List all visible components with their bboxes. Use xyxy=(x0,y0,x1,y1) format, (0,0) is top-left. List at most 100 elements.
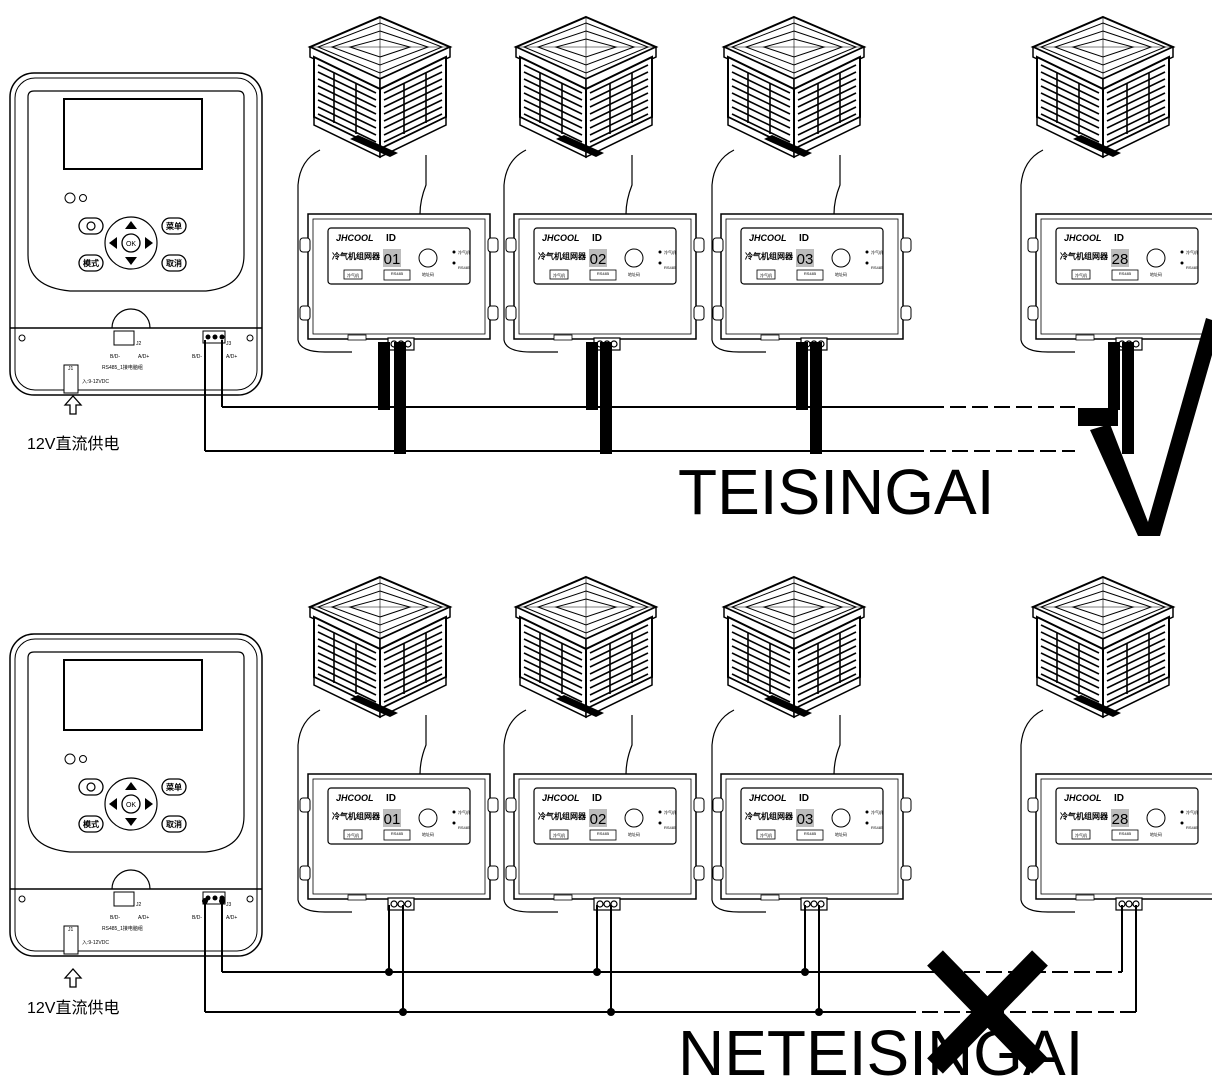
port-j3-label: J3 xyxy=(226,902,232,908)
controller-1: OK 模式 菜单 取消 J2 J3 J1 B/D- A/D+ B/D- A/D+… xyxy=(9,72,263,396)
cooler-cables xyxy=(297,709,1075,913)
module-port-label: RS485 xyxy=(391,271,404,276)
module-port-label: RS485 xyxy=(1119,831,1132,836)
verdict-label-correct: TEISINGAI xyxy=(678,456,995,528)
module-brand: JHCOOL xyxy=(336,793,374,803)
module-port-label: RS485 xyxy=(804,831,817,836)
network-module-4: JHCOOL ID 冷气机组网器 28 冷气机 RS485 地址码 冷气机 RS… xyxy=(1027,213,1212,351)
module-led1-label: 冷气机 xyxy=(1186,809,1198,815)
cooler-1 xyxy=(309,16,451,158)
module-knob-label: 地址码 xyxy=(835,831,847,837)
check-mark-icon xyxy=(1090,318,1212,536)
module-led1-label: 冷气机 xyxy=(458,809,470,815)
button-mode-label: 模式 xyxy=(83,258,99,268)
module-led2-label: RS485 xyxy=(1186,265,1199,270)
button-cancel-label: 取消 xyxy=(166,258,182,268)
button-ok-label: OK xyxy=(126,802,136,809)
network-module-3: JHCOOL ID 冷气机组网器 03 冷气机 RS485 地址码 冷气机 RS… xyxy=(712,773,912,911)
module-id-title: ID xyxy=(386,233,396,244)
port-j1-label: J1 xyxy=(68,927,74,933)
module-led1-label: 冷气机 xyxy=(458,249,470,255)
module-btn-label: 冷气机 xyxy=(760,832,772,838)
module-knob-label: 地址码 xyxy=(628,271,640,277)
module-knob-label: 地址码 xyxy=(1150,271,1162,277)
button-cancel-label: 取消 xyxy=(166,819,182,829)
module-id: 02 xyxy=(590,811,607,828)
module-id: 01 xyxy=(384,811,401,828)
module-led2-label: RS485 xyxy=(871,825,884,830)
module-port-label: RS485 xyxy=(391,831,404,836)
port-j2-label: J2 xyxy=(136,902,142,908)
module-led1-label: 冷气机 xyxy=(664,249,676,255)
module-led1-label: 冷气机 xyxy=(871,249,883,255)
module-label: 冷气机组网器 xyxy=(745,811,794,821)
module-led1-label: 冷气机 xyxy=(871,809,883,815)
module-knob-label: 地址码 xyxy=(1150,831,1162,837)
module-led2-label: RS485 xyxy=(458,265,471,270)
module-label: 冷气机组网器 xyxy=(538,811,587,821)
label-ad-j3: A/D+ xyxy=(226,354,237,360)
network-module-1: JHCOOL ID 冷气机组网器 01 冷气机 RS485 地址码 冷气机 RS… xyxy=(299,213,499,351)
module-knob-label: 地址码 xyxy=(422,271,434,277)
module-led1-label: 冷气机 xyxy=(1186,249,1198,255)
network-module-4: JHCOOL ID 冷气机组网器 28 冷气机 RS485 地址码 冷气机 RS… xyxy=(1027,773,1212,911)
module-port-label: RS485 xyxy=(597,271,610,276)
label-ad: A/D+ xyxy=(138,354,149,360)
module-led2-label: RS485 xyxy=(871,265,884,270)
module-btn-label: 冷气机 xyxy=(553,832,565,838)
port-j2-label: J2 xyxy=(136,341,142,347)
module-brand: JHCOOL xyxy=(542,233,580,243)
module-btn-label: 冷气机 xyxy=(1075,832,1087,838)
rs485-label: RS485_1接电脑组 xyxy=(102,364,143,371)
button-ok-label: OK xyxy=(126,241,136,248)
port-j3-label: J3 xyxy=(226,341,232,347)
power-in-label: 入:9-12VDC xyxy=(82,940,109,946)
controller-2: OK 模式 菜单 取消 J2 J3 J1 B/D- A/D+ B/D- A/D+… xyxy=(9,633,263,957)
module-led1-label: 冷气机 xyxy=(664,809,676,815)
cooler-3 xyxy=(723,16,865,158)
module-label: 冷气机组网器 xyxy=(332,811,381,821)
module-btn-label: 冷气机 xyxy=(553,272,565,278)
network-module-2: JHCOOL ID 冷气机组网器 02 冷气机 RS485 地址码 冷气机 RS… xyxy=(505,213,705,351)
module-port-label: RS485 xyxy=(804,271,817,276)
cross-mark-icon xyxy=(927,950,1048,1074)
panel-correct: OK 模式 菜单 取消 J2 J3 J1 B/D- A/D+ B/D- A/D+… xyxy=(9,16,1212,536)
module-id-title: ID xyxy=(592,233,602,244)
module-btn-label: 冷气机 xyxy=(1075,272,1087,278)
module-knob-label: 地址码 xyxy=(422,831,434,837)
power-arrow-icon xyxy=(63,968,83,988)
module-id-title: ID xyxy=(799,233,809,244)
module-btn-label: 冷气机 xyxy=(760,272,772,278)
module-led2-label: RS485 xyxy=(664,825,677,830)
module-port-label: RS485 xyxy=(1119,271,1132,276)
module-id: 28 xyxy=(1112,251,1129,268)
module-id: 01 xyxy=(384,251,401,268)
module-brand: JHCOOL xyxy=(1064,233,1102,243)
module-brand: JHCOOL xyxy=(749,233,787,243)
module-led2-label: RS485 xyxy=(664,265,677,270)
power-label: 12V直流供电 xyxy=(27,435,119,453)
module-label: 冷气机组网器 xyxy=(538,251,587,261)
panel-incorrect: OK 模式 菜单 取消 J2 J3 J1 B/D- A/D+ B/D- A/D+… xyxy=(9,576,1212,1079)
power-in-label: 入:9-12VDC xyxy=(82,379,109,385)
label-ad-j3: A/D+ xyxy=(226,915,237,921)
module-knob-label: 地址码 xyxy=(628,831,640,837)
module-btn-label: 冷气机 xyxy=(347,272,359,278)
rs485-label: RS485_1接电脑组 xyxy=(102,925,143,932)
label-bd: B/D- xyxy=(110,354,120,360)
button-mode-label: 模式 xyxy=(83,819,99,829)
module-id-title: ID xyxy=(386,793,396,804)
module-label: 冷气机组网器 xyxy=(1060,251,1109,261)
module-brand: JHCOOL xyxy=(749,793,787,803)
module-label: 冷气机组网器 xyxy=(332,251,381,261)
module-knob-label: 地址码 xyxy=(835,271,847,277)
label-bd-j3: B/D- xyxy=(192,915,202,921)
module-id-title: ID xyxy=(1114,793,1124,804)
junction-dots xyxy=(202,898,823,1016)
module-brand: JHCOOL xyxy=(336,233,374,243)
module-id-title: ID xyxy=(1114,233,1124,244)
cooler-cables xyxy=(297,149,1075,353)
bus-wiring-correct xyxy=(204,340,1134,454)
module-id: 28 xyxy=(1112,811,1129,828)
